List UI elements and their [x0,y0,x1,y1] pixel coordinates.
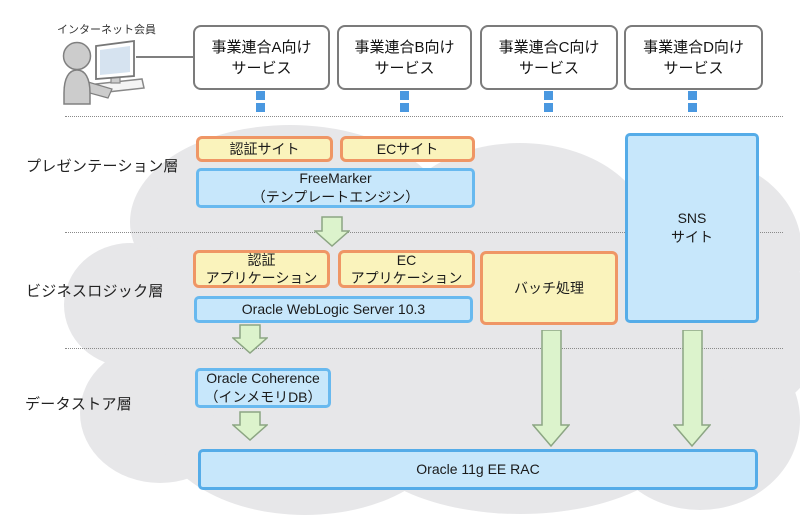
coherence-label: Oracle Coherence （インメモリDB） [204,370,322,405]
auth-app-label: 認証 アプリケーション [205,252,318,286]
service-box-d: 事業連合D向け サービス [624,25,763,90]
person-body [63,69,91,105]
auth-site-label: 認証サイト [229,141,300,157]
connector-dash-c1 [544,91,553,100]
service-box-a: 事業連合A向け サービス [193,25,330,90]
presentation-layer-label: プレゼンテーション層 [26,158,179,175]
weblogic-box: Oracle WebLogic Server 10.3 [194,296,473,323]
connector-dash-a1 [256,91,265,100]
ec-app-box: EC アプリケーション [338,250,475,288]
connector-dash-d2 [688,103,697,112]
rac-box: Oracle 11g EE RAC [198,449,758,490]
weblogic-label: Oracle WebLogic Server 10.3 [241,301,426,317]
service-box-d-label: 事業連合D向け サービス [643,38,744,77]
arrow-sns-to-rac [673,330,711,447]
business-logic-layer-label: ビジネスロジック層 [26,283,164,300]
freemarker-box: FreeMarker （テンプレートエンジン） [196,168,475,208]
auth-site-box: 認証サイト [196,136,333,162]
ec-app-label: EC アプリケーション [350,252,463,286]
internet-member-icon [62,39,196,105]
internet-member-label: インターネット会員 [57,24,156,36]
arrow-weblogic-to-coherence [232,324,268,354]
sns-site-box: SNS サイト [625,133,759,323]
data-store-layer-label: データストア層 [25,396,133,413]
coherence-box: Oracle Coherence （インメモリDB） [195,368,331,408]
ec-site-box: ECサイト [340,136,475,162]
sns-site-label: SNS サイト [671,210,713,245]
arrow-batch-to-rac [532,330,570,447]
layer-divider-1 [65,116,783,117]
rac-label: Oracle 11g EE RAC [416,461,540,477]
ec-site-label: ECサイト [376,141,439,157]
service-box-a-label: 事業連合A向け サービス [211,38,312,77]
arrow-freemarker-to-weblogic [314,216,350,247]
auth-app-box: 認証 アプリケーション [193,250,330,288]
connector-dash-d1 [688,91,697,100]
connector-dash-c2 [544,103,553,112]
service-box-c-label: 事業連合C向け サービス [498,38,600,77]
layer-divider-2 [65,232,783,233]
freemarker-label: FreeMarker （テンプレートエンジン） [251,170,420,205]
service-box-b: 事業連合B向け サービス [337,25,472,90]
layer-divider-3 [65,348,783,349]
batch-label: バッチ処理 [514,280,584,296]
arrow-coherence-to-rac [232,411,268,441]
batch-box: バッチ処理 [480,251,618,325]
connector-dash-b2 [400,103,409,112]
connector-dash-b1 [400,91,409,100]
service-box-b-label: 事業連合B向け サービス [354,38,455,77]
connector-dash-a2 [256,103,265,112]
monitor-screen [100,46,130,75]
person-head [62,41,92,71]
service-box-c: 事業連合C向け サービス [480,25,618,90]
